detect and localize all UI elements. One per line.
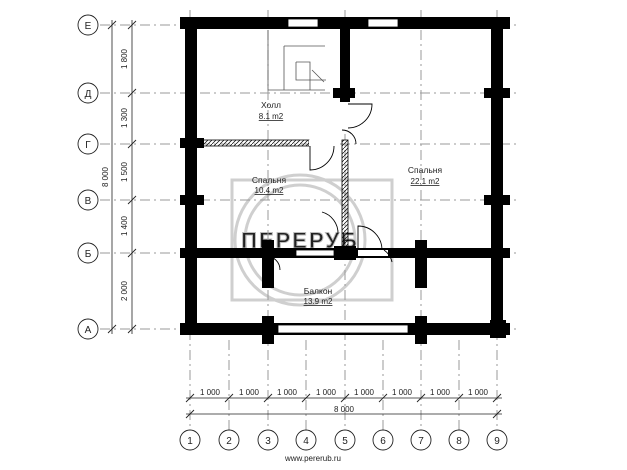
dimension-label: 1 000 [316, 388, 337, 397]
room-area: 10.4 m2 [255, 186, 284, 195]
room-name: Спальня [252, 175, 287, 185]
axis-marker-row: Е [77, 14, 99, 36]
room-labels: Холл 8.1 m2 Спальня 10.4 m2 Спальня 22.1… [252, 100, 443, 306]
axis-marker-column: 6 [372, 429, 394, 451]
dimension-label: 1 000 [239, 388, 260, 397]
room-area: 13.9 m2 [304, 297, 333, 306]
doors [265, 103, 393, 271]
axis-marker-column: 9 [486, 429, 508, 451]
axis-marker-column: 7 [410, 429, 432, 451]
axis-marker-column: 5 [334, 429, 356, 451]
svg-text:Д: Д [85, 89, 92, 100]
dimension-label: 2 000 [120, 280, 129, 301]
svg-text:В: В [85, 196, 92, 207]
axis-marker-column: 2 [218, 429, 240, 451]
walls [180, 17, 510, 344]
svg-text:3: 3 [265, 436, 271, 447]
svg-text:Г: Г [85, 140, 91, 151]
vertical-dimension-chain: 1 800 1 300 1 500 1 400 2 000 8 000 [101, 20, 137, 334]
room-name: Спальня [408, 165, 443, 175]
axis-marker-row: Г [77, 133, 99, 155]
axis-marker-column: 4 [295, 429, 317, 451]
svg-text:2: 2 [226, 436, 232, 447]
room-balcony: Балкон 13.9 m2 [304, 286, 333, 306]
watermark-site: www.pererub.ru [284, 454, 341, 463]
svg-text:8: 8 [456, 436, 462, 447]
dimension-total: 8 000 [334, 405, 355, 414]
room-area: 8.1 m2 [259, 112, 284, 121]
svg-text:7: 7 [418, 436, 424, 447]
dimension-label: 1 400 [120, 215, 129, 236]
dimension-label: 1 000 [200, 388, 221, 397]
svg-text:9: 9 [494, 436, 500, 447]
axis-marker-column: 1 [179, 429, 201, 451]
svg-text:5: 5 [342, 436, 348, 447]
svg-text:А: А [85, 325, 92, 336]
room-bedroom-small: Спальня 10.4 m2 [252, 175, 287, 195]
axis-marker-row: Б [77, 242, 99, 264]
axis-marker-column: 8 [448, 429, 470, 451]
dimension-label: 1 300 [120, 107, 129, 128]
dimension-label: 1 000 [430, 388, 451, 397]
windows [277, 18, 409, 334]
svg-text:1: 1 [187, 436, 193, 447]
axis-marker-row: Д [77, 82, 99, 104]
room-area: 22.1 m2 [411, 177, 440, 186]
dimension-label: 1 000 [468, 388, 489, 397]
dimension-label: 1 000 [392, 388, 413, 397]
axis-marker-row: А [77, 318, 99, 340]
svg-text:4: 4 [303, 436, 309, 447]
staircase [267, 30, 326, 91]
axis-marker-row: В [77, 189, 99, 211]
svg-text:6: 6 [380, 436, 386, 447]
horizontal-dimension-chain: 1 000 1 000 1 000 1 000 1 000 1 000 1 00… [185, 388, 502, 419]
dimension-label: 1 800 [120, 48, 129, 69]
column-axis-markers: 1 2 3 4 5 6 7 8 9 [179, 429, 508, 451]
dimension-label: 1 000 [354, 388, 375, 397]
room-name: Балкон [304, 286, 333, 296]
svg-text:Б: Б [85, 249, 92, 260]
dimension-total: 8 000 [101, 166, 110, 187]
row-axis-markers: Е Д Г В Б А [77, 14, 99, 340]
room-name: Холл [261, 100, 281, 110]
svg-text:Е: Е [85, 21, 92, 32]
dimension-label: 1 000 [277, 388, 298, 397]
dimension-label: 1 500 [120, 161, 129, 182]
room-hall: Холл 8.1 m2 [259, 100, 284, 121]
axis-marker-column: 3 [257, 429, 279, 451]
room-bedroom-large: Спальня 22.1 m2 [408, 165, 443, 186]
